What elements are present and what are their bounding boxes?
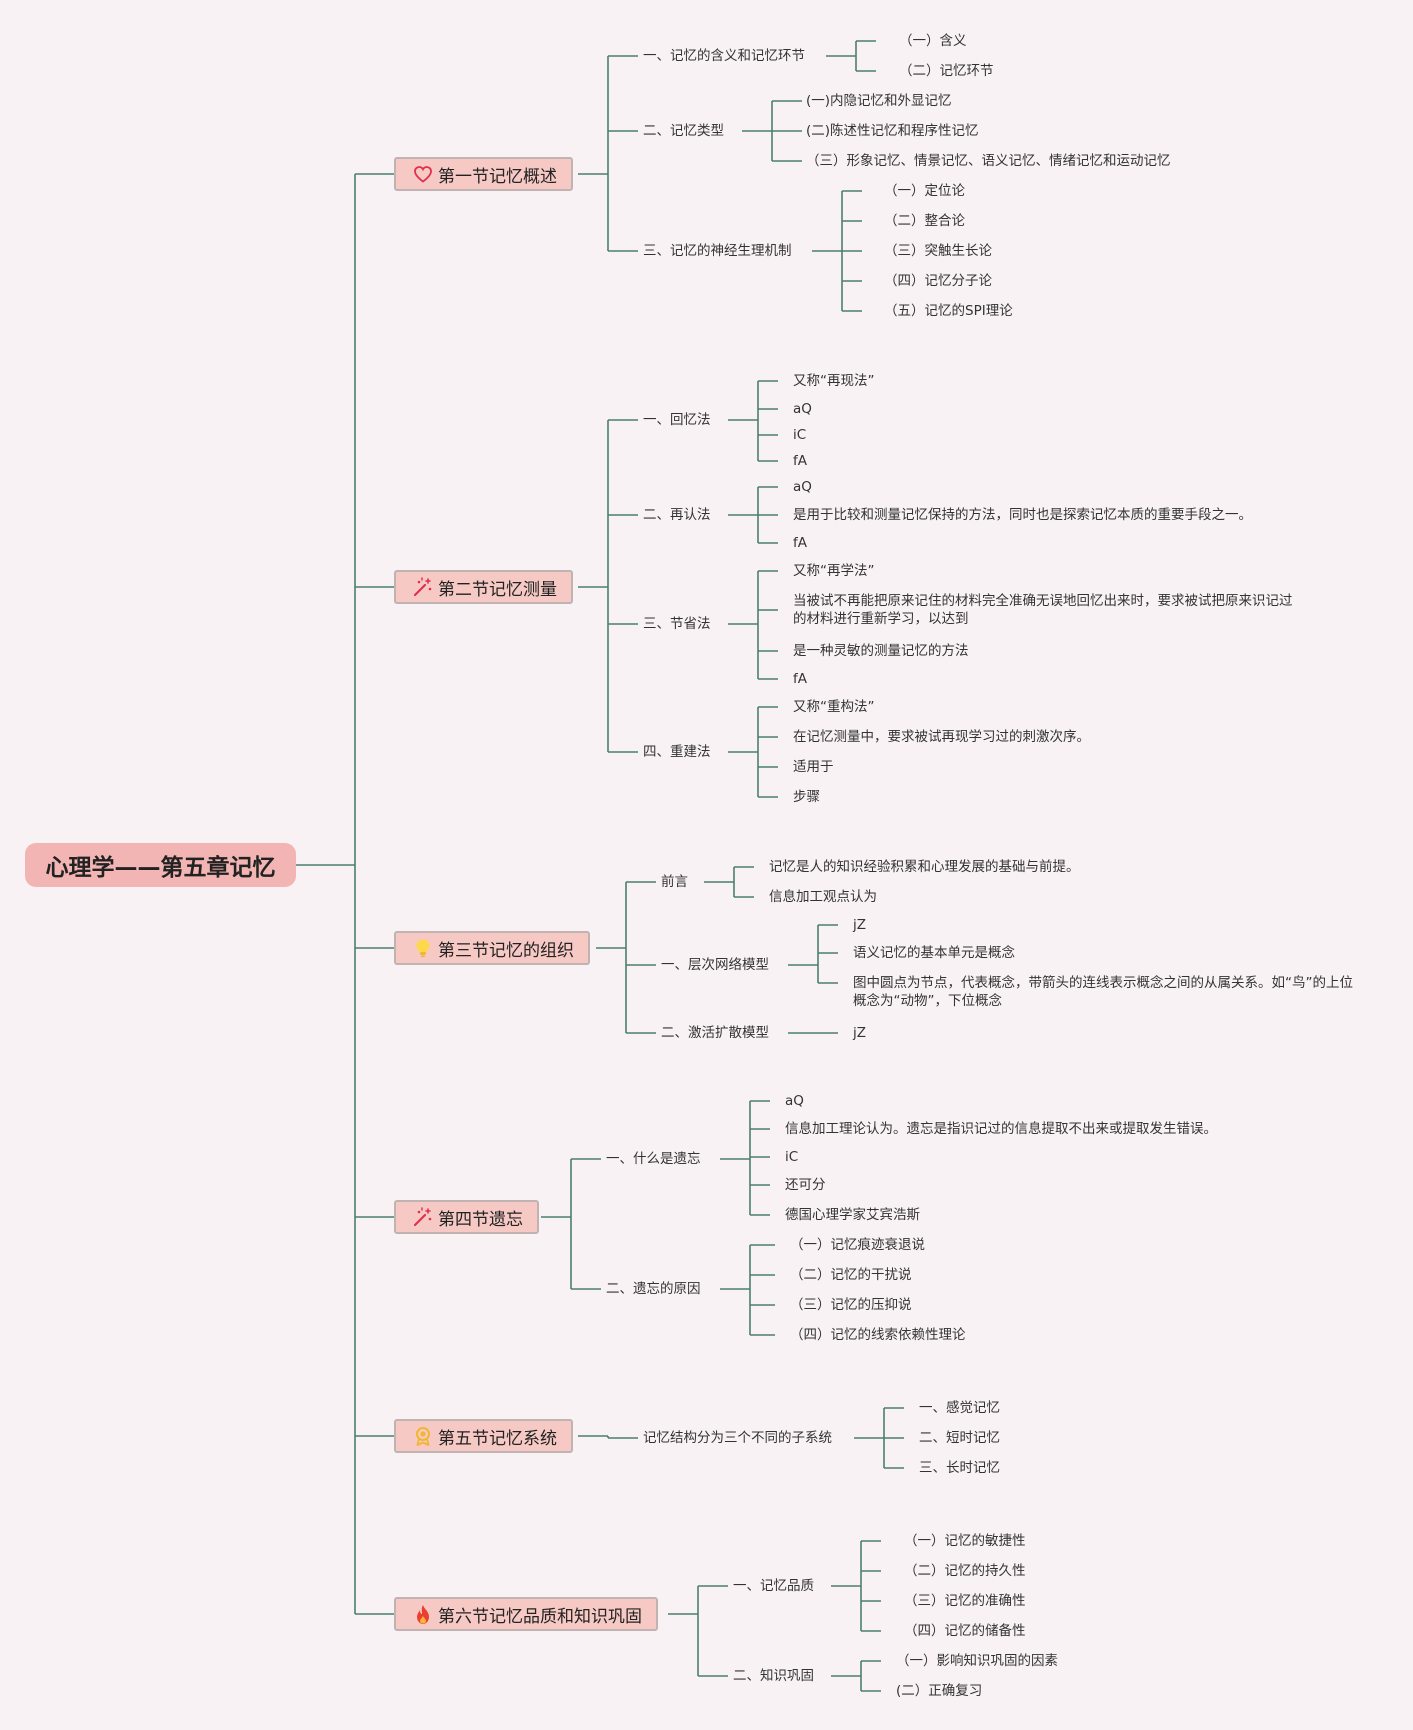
- section-6-title: 第六节记忆品质和知识巩固: [438, 1606, 642, 1627]
- s4-topic-2-item-2[interactable]: （二）记忆的干扰说: [790, 1267, 912, 1283]
- s3-topic-1-item-2[interactable]: 信息加工观点认为: [769, 889, 877, 905]
- s4-topic-2-item-4[interactable]: （四）记忆的线索依赖性理论: [790, 1327, 966, 1343]
- s6-topic-1-item-2[interactable]: （二）记忆的持久性: [904, 1563, 1026, 1579]
- s2-topic-4[interactable]: 四、重建法: [643, 744, 711, 760]
- s3-topic-1-item-1[interactable]: 记忆是人的知识经验积累和心理发展的基础与前提。: [769, 859, 1080, 875]
- s2-topic-2-item-2[interactable]: 是用于比较和测量记忆保持的方法，同时也是探索记忆本质的重要手段之一。: [793, 507, 1252, 523]
- section-5-title: 第五节记忆系统: [438, 1428, 557, 1449]
- s6-topic-2-item-1[interactable]: （一）影响知识巩固的因素: [896, 1653, 1058, 1669]
- s2-topic-4-item-3[interactable]: 适用于: [793, 759, 834, 775]
- section-3-title: 第三节记忆的组织: [438, 940, 574, 961]
- s1-topic-3-item-2[interactable]: （二）整合论: [884, 213, 965, 229]
- s4-topic-1-item-1[interactable]: aQ: [785, 1093, 804, 1109]
- s2-topic-1-item-1[interactable]: 又称“再现法”: [793, 373, 875, 389]
- s1-topic-3-item-3[interactable]: （三）突触生长论: [884, 243, 992, 259]
- s1-topic-1-item-1[interactable]: （一）含义: [899, 33, 967, 49]
- s6-topic-1-item-1[interactable]: （一）记忆的敏捷性: [904, 1533, 1026, 1549]
- s2-topic-2-item-1[interactable]: aQ: [793, 479, 812, 495]
- s1-topic-2-item-2[interactable]: (二)陈述性记忆和程序性记忆: [806, 123, 979, 139]
- s6-topic-2[interactable]: 二、知识巩固: [733, 1668, 814, 1684]
- s4-topic-2-item-3[interactable]: （三）记忆的压抑说: [790, 1297, 912, 1313]
- s2-topic-3[interactable]: 三、节省法: [643, 616, 711, 632]
- s4-topic-1[interactable]: 一、什么是遗忘: [606, 1151, 701, 1167]
- s2-topic-1[interactable]: 一、回忆法: [643, 412, 711, 428]
- award-icon: [412, 1425, 434, 1447]
- s6-topic-1[interactable]: 一、记忆品质: [733, 1578, 814, 1594]
- s5-topic-1-item-1[interactable]: 一、感觉记忆: [919, 1400, 1000, 1416]
- s4-topic-2[interactable]: 二、遗忘的原因: [606, 1281, 701, 1297]
- s2-topic-3-item-2[interactable]: 当被试不再能把原来记住的材料完全准确无误地回忆出来时，要求被试把原来识记过的材料…: [793, 593, 1293, 627]
- section-6-node[interactable]: 第六节记忆品质和知识巩固: [394, 1597, 658, 1631]
- s5-topic-1-item-2[interactable]: 二、短时记忆: [919, 1430, 1000, 1446]
- s6-topic-2-item-2[interactable]: (二）正确复习: [896, 1683, 983, 1699]
- s4-topic-1-item-4[interactable]: 还可分: [785, 1177, 826, 1193]
- magic-wand-icon: [412, 1206, 434, 1228]
- s1-topic-2[interactable]: 二、记忆类型: [643, 123, 724, 139]
- section-1-node[interactable]: 第一节记忆概述: [394, 157, 573, 191]
- s5-topic-1[interactable]: 记忆结构分为三个不同的子系统: [643, 1430, 832, 1446]
- magic-wand-icon: [412, 576, 434, 598]
- s2-topic-3-item-4[interactable]: fA: [793, 671, 807, 687]
- section-5-node[interactable]: 第五节记忆系统: [394, 1419, 573, 1453]
- s2-topic-2-item-3[interactable]: fA: [793, 535, 807, 551]
- s4-topic-1-item-5[interactable]: 德国心理学家艾宾浩斯: [785, 1207, 920, 1223]
- s2-topic-4-item-4[interactable]: 步骤: [793, 789, 820, 805]
- s1-topic-1-item-2[interactable]: （二）记忆环节: [899, 63, 994, 79]
- s3-topic-1[interactable]: 前言: [661, 874, 688, 890]
- s3-topic-3[interactable]: 二、激活扩散模型: [661, 1025, 769, 1041]
- section-1-title: 第一节记忆概述: [438, 166, 557, 187]
- s1-topic-2-item-1[interactable]: (一)内隐记忆和外显记忆: [806, 93, 952, 109]
- s5-topic-1-item-3[interactable]: 三、长时记忆: [919, 1460, 1000, 1476]
- s3-topic-2-item-2[interactable]: 语义记忆的基本单元是概念: [853, 945, 1015, 961]
- s2-topic-1-item-4[interactable]: fA: [793, 453, 807, 469]
- s2-topic-4-item-2[interactable]: 在记忆测量中，要求被试再现学习过的刺激次序。: [793, 729, 1090, 745]
- s4-topic-1-item-3[interactable]: iC: [785, 1149, 799, 1165]
- s2-topic-1-item-2[interactable]: aQ: [793, 401, 812, 417]
- s2-topic-3-item-3[interactable]: 是一种灵敏的测量记忆的方法: [793, 643, 969, 659]
- s1-topic-3-item-1[interactable]: （一）定位论: [884, 183, 965, 199]
- s1-topic-1[interactable]: 一、记忆的含义和记忆环节: [643, 48, 805, 64]
- lightbulb-icon: [412, 937, 434, 959]
- section-2-node[interactable]: 第二节记忆测量: [394, 570, 573, 604]
- root-node[interactable]: 心理学——第五章记忆: [25, 843, 296, 887]
- heart-icon: [412, 163, 434, 185]
- s4-topic-2-item-1[interactable]: （一）记忆痕迹衰退说: [790, 1237, 925, 1253]
- s1-topic-2-item-3[interactable]: （三）形象记忆、情景记忆、语义记忆、情绪记忆和运动记忆: [806, 153, 1171, 169]
- section-4-title: 第四节遗忘: [438, 1209, 523, 1230]
- fire-icon: [412, 1603, 434, 1625]
- s1-topic-3-item-5[interactable]: （五）记忆的SPI理论: [884, 303, 1013, 319]
- s2-topic-4-item-1[interactable]: 又称“重构法”: [793, 699, 875, 715]
- s1-topic-3-item-4[interactable]: （四）记忆分子论: [884, 273, 992, 289]
- s3-topic-2[interactable]: 一、层次网络模型: [661, 957, 769, 973]
- s2-topic-3-item-1[interactable]: 又称“再学法”: [793, 563, 875, 579]
- s6-topic-1-item-3[interactable]: （三）记忆的准确性: [904, 1593, 1026, 1609]
- section-2-title: 第二节记忆测量: [438, 579, 557, 600]
- s3-topic-2-item-3[interactable]: 图中圆点为节点，代表概念，带箭头的连线表示概念之间的从属关系。如“鸟”的上位概念…: [853, 975, 1353, 1009]
- section-3-node[interactable]: 第三节记忆的组织: [394, 931, 590, 965]
- section-4-node[interactable]: 第四节遗忘: [394, 1200, 539, 1234]
- s6-topic-1-item-4[interactable]: （四）记忆的储备性: [904, 1623, 1026, 1639]
- s2-topic-2[interactable]: 二、再认法: [643, 507, 711, 523]
- s3-topic-2-item-1[interactable]: jZ: [853, 917, 866, 933]
- s4-topic-1-item-2[interactable]: 信息加工理论认为。遗忘是指识记过的信息提取不出来或提取发生错误。: [785, 1121, 1217, 1137]
- s2-topic-1-item-3[interactable]: iC: [793, 427, 807, 443]
- s1-topic-3[interactable]: 三、记忆的神经生理机制: [643, 243, 792, 259]
- s3-topic-3-item-1[interactable]: jZ: [853, 1025, 866, 1041]
